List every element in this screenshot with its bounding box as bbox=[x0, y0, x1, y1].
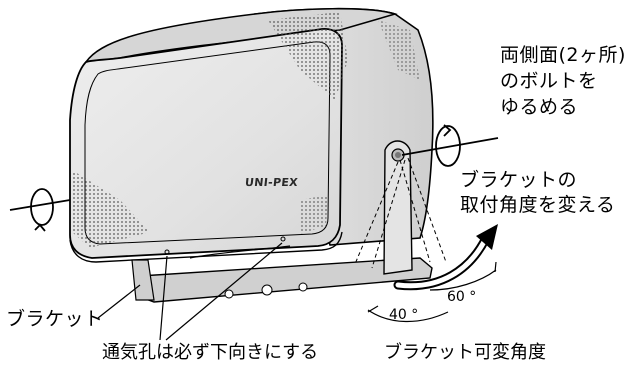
cabinet-front-baffle bbox=[69, 28, 343, 259]
bracket-tilt-ghost bbox=[354, 157, 447, 269]
rotate-arrow-left-icon bbox=[9, 188, 71, 232]
cabinet-front-bevel bbox=[84, 41, 331, 245]
grille-side bbox=[378, 20, 420, 80]
cabinet-bottom-slot bbox=[189, 245, 291, 259]
curved-arrow-icon bbox=[393, 224, 498, 291]
label-angle-40: 40 ° bbox=[389, 307, 419, 323]
bracket-hole-3 bbox=[298, 282, 308, 292]
bracket-left-arm bbox=[131, 259, 155, 301]
angle-arcs bbox=[367, 261, 497, 323]
grille-bottom-right bbox=[300, 195, 328, 234]
label-angle-line1: ブラケットの bbox=[460, 169, 578, 191]
leader-bracket bbox=[97, 284, 141, 319]
leader-vent-right bbox=[165, 242, 283, 341]
leader-vent-left bbox=[159, 255, 168, 341]
label-bracket: ブラケット bbox=[6, 308, 104, 330]
bracket bbox=[131, 140, 433, 303]
label-bolt-line1: 両側面(2ヶ所) bbox=[500, 44, 626, 66]
label-angle-line2: 取付角度を変える bbox=[460, 194, 616, 216]
grille-top-right bbox=[268, 12, 348, 100]
label-vent: 通気孔は必ず下向きにする bbox=[102, 342, 319, 363]
label-bolt-line2: のボルトを bbox=[500, 70, 598, 92]
label-angle-60: 60 ° bbox=[447, 289, 477, 305]
bracket-hole-2 bbox=[261, 284, 273, 296]
rotate-arrow-right-icon bbox=[401, 124, 499, 167]
grille-bottom-left bbox=[72, 170, 150, 248]
bracket-right-arm bbox=[383, 140, 413, 275]
label-bolt-line3: ゆるめる bbox=[500, 96, 579, 118]
bracket-hole-1 bbox=[224, 289, 234, 299]
label-bracket-range: ブラケット可変角度 bbox=[384, 342, 546, 363]
leader-lines bbox=[97, 242, 283, 341]
vent-hole-right bbox=[280, 236, 286, 242]
speaker-cabinet bbox=[69, 7, 434, 263]
cabinet-bottom-rim bbox=[69, 231, 343, 263]
brand-logo: UNI-PEX bbox=[244, 176, 299, 189]
vent-hole-left bbox=[164, 249, 170, 255]
